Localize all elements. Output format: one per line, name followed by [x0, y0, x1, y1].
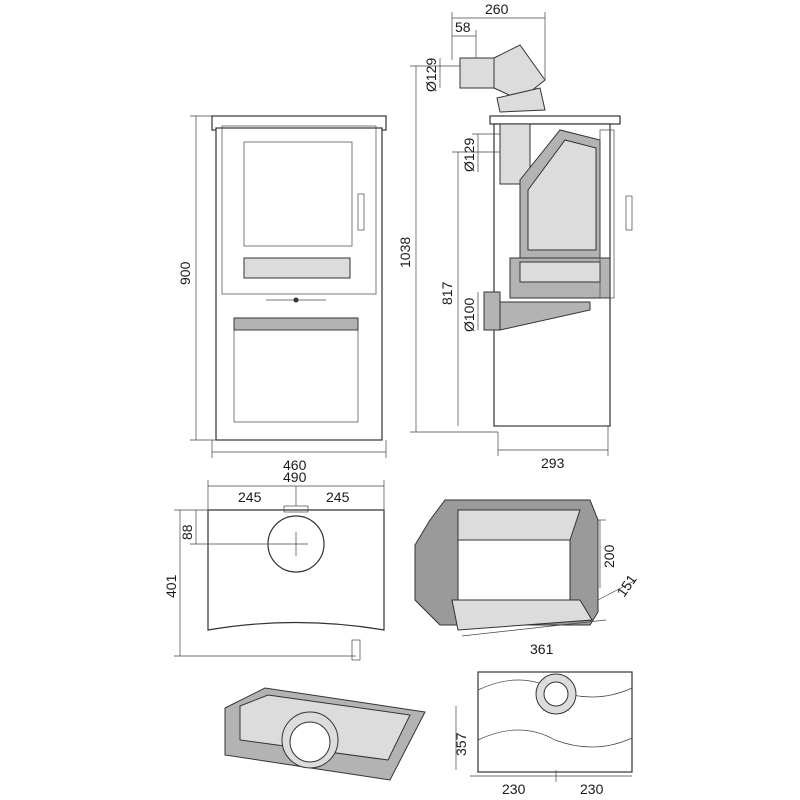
rear-flue-height-label: 817	[439, 281, 455, 305]
front-width-label: 460	[283, 457, 307, 473]
plate-half-left-label: 245	[238, 489, 262, 505]
flue-diameter-rear-label: Ø129	[461, 138, 477, 172]
top-plate-view: 490 245 245 88 401	[163, 469, 385, 661]
firebox-width-label: 361	[530, 641, 554, 657]
plate-half-right-label: 245	[326, 489, 350, 505]
base-half-left-label: 230	[502, 781, 526, 797]
side-depth-label: 293	[541, 455, 565, 471]
side-view: 260 58 Ø129 1038 Ø129 817 Ø100 293	[397, 1, 633, 471]
base-height-label: 357	[453, 732, 469, 756]
front-view: 900 460	[177, 115, 387, 473]
firebox-depth-label: 151	[613, 571, 640, 599]
flue-top-offset-label: 58	[455, 19, 471, 35]
flue-center-depth-label: 88	[179, 524, 195, 540]
base-tray-view	[224, 687, 426, 781]
air-inlet-diameter-label: Ø100	[461, 298, 477, 332]
plate-depth-label: 401	[163, 574, 179, 598]
firebox-height-label: 200	[601, 544, 617, 568]
base-half-right-label: 230	[580, 781, 604, 797]
firebox-view: 200 151 361	[414, 499, 640, 657]
flue-diameter-top-label: Ø129	[423, 58, 439, 92]
flue-offset-label: 260	[485, 1, 509, 17]
total-height-label: 1038	[397, 237, 413, 268]
plate-width-label: 490	[283, 469, 307, 485]
front-height-label: 900	[177, 261, 193, 285]
base-view: 357 230 230	[453, 671, 633, 797]
